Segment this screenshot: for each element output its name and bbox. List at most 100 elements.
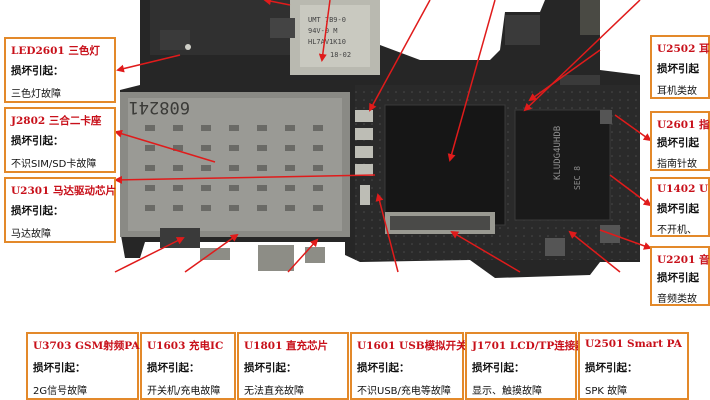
callout-heading: 损坏引起 bbox=[657, 272, 699, 284]
arrow-j2802 bbox=[114, 129, 216, 163]
callout-title: U1603 充电IC bbox=[147, 340, 224, 352]
arrow-u3703 bbox=[114, 237, 185, 273]
sim-tray-hole bbox=[201, 125, 211, 131]
arrow-u1601 bbox=[375, 193, 399, 273]
arrow-u2301 bbox=[114, 174, 376, 184]
arrow-top-2 bbox=[318, 0, 331, 62]
sim-tray-hole bbox=[229, 185, 239, 191]
sim-tray-hole bbox=[257, 125, 267, 131]
ufs-chip bbox=[514, 109, 611, 221]
sim-tray-hole bbox=[173, 125, 183, 131]
callout-fault: 不识USB/充电等故障 bbox=[357, 386, 451, 397]
callout-heading: 损坏引起： bbox=[357, 362, 410, 374]
callout-fault: 不识SIM/SD卡故障 bbox=[11, 159, 97, 170]
callout-title: U1601 USB模拟开关 bbox=[357, 340, 467, 352]
callout-u2601: U2601 指 损坏引起 指南针故 bbox=[650, 111, 710, 171]
callout-title: U2301 马达驱动芯片 bbox=[11, 185, 117, 197]
callout-fault: 三色灯故障 bbox=[11, 89, 61, 100]
callout-heading: 损坏引起 bbox=[657, 137, 699, 149]
callout-heading: 损坏引起： bbox=[472, 362, 525, 374]
callout-j2802: J2802 三合二卡座 损坏引起： 不识SIM/SD卡故障 bbox=[4, 107, 116, 173]
callout-fault: 2G信号故障 bbox=[33, 386, 88, 397]
sim-tray-hole bbox=[229, 205, 239, 211]
sim-tray-hole bbox=[173, 185, 183, 191]
arrow-top-1 bbox=[263, 0, 291, 6]
sim-tray-hole bbox=[145, 185, 155, 191]
arrow-u1603 bbox=[184, 233, 239, 273]
sim-tray-hole bbox=[285, 125, 295, 131]
arrow-u2601 bbox=[614, 114, 652, 142]
callout-u3703: U3703 GSM射频PA 损坏引起： 2G信号故障 bbox=[26, 332, 140, 400]
arrow-u2501 bbox=[568, 230, 621, 273]
sim-tray-hole bbox=[257, 165, 267, 171]
callout-title: U3703 GSM射频PA bbox=[33, 340, 140, 352]
callout-title: J1701 LCD/TP连接器 bbox=[472, 340, 586, 352]
callout-title: LED2601 三色灯 bbox=[11, 45, 100, 57]
callout-u1601: U1601 USB模拟开关 损坏引起： 不识USB/充电等故障 bbox=[350, 332, 467, 400]
sim-tray-hole bbox=[229, 125, 239, 131]
sim-tray-hole bbox=[201, 145, 211, 151]
sim-tray-hole bbox=[173, 205, 183, 211]
sim-tray-hole bbox=[257, 205, 267, 211]
sim-tray-hole bbox=[313, 125, 323, 131]
chip-code-text: KLUDG4UHDB bbox=[553, 126, 563, 180]
callout-fault: 马达故障 bbox=[11, 229, 51, 240]
sim-tray-hole bbox=[285, 165, 295, 171]
sim-tray-hole bbox=[285, 205, 295, 211]
soc-chip bbox=[384, 104, 506, 226]
callout-fault: SPK 故障 bbox=[585, 386, 628, 397]
callout-title: U1402 U bbox=[657, 183, 709, 195]
callout-heading: 损坏引起 bbox=[657, 203, 699, 215]
arrow-top-3 bbox=[369, 0, 431, 112]
callout-title: J2802 三合二卡座 bbox=[11, 115, 102, 127]
callout-title: U2501 Smart PA bbox=[585, 338, 682, 350]
diagram-stage: 608241 KLUDG4UHDB SEC 8 UMT 7B9-0 94V-0 … bbox=[4, 0, 710, 400]
sim-tray-hole bbox=[285, 145, 295, 151]
callout-heading: 损坏引起： bbox=[11, 205, 64, 217]
arrow-led2601 bbox=[116, 54, 181, 73]
callout-title: U2601 指 bbox=[657, 119, 710, 131]
callout-heading: 损坏引起： bbox=[147, 362, 200, 374]
callout-u1603: U1603 充电IC 损坏引起： 开关机/充电故障 bbox=[140, 332, 236, 400]
module-text: 94V-0 M bbox=[308, 27, 338, 35]
callout-j1701: J1701 LCD/TP连接器 损坏引起： 显示、触摸故障 bbox=[465, 332, 586, 400]
sim-tray-hole bbox=[229, 145, 239, 151]
callout-fault: 显示、触摸故障 bbox=[472, 386, 542, 397]
callout-led2601: LED2601 三色灯 损坏引起： 三色灯故障 bbox=[4, 37, 116, 103]
callout-heading: 损坏引起： bbox=[244, 362, 297, 374]
callout-fault: 开关机/充电故障 bbox=[147, 386, 221, 397]
arrow-u1402 bbox=[609, 174, 652, 207]
callout-title: U2502 耳 bbox=[657, 43, 710, 55]
arrow-top-5 bbox=[523, 0, 641, 112]
arrow-u2201 bbox=[599, 229, 652, 250]
arrow-j1701 bbox=[450, 230, 521, 273]
arrow-u1801 bbox=[287, 238, 319, 273]
pcb-board-image: 608241 KLUDG4UHDB SEC 8 UMT 7B9-0 94V-0 … bbox=[114, 0, 652, 278]
callout-u2501: U2501 Smart PA 损坏引起： SPK 故障 bbox=[578, 332, 689, 400]
flash-code-text: HL7AV1K10 bbox=[308, 38, 346, 46]
callout-fault: 指南针故 bbox=[657, 159, 697, 170]
sim-code-text: 608241 bbox=[129, 97, 190, 117]
sim-tray-hole bbox=[173, 145, 183, 151]
sim-tray-hole bbox=[285, 185, 295, 191]
sim-tray-hole bbox=[145, 205, 155, 211]
sim-tray-hole bbox=[257, 145, 267, 151]
callout-u2502: U2502 耳 损坏引起 耳机类故 bbox=[650, 35, 710, 99]
sim-tray-hole bbox=[201, 165, 211, 171]
callout-fault: 耳机类故 bbox=[657, 86, 697, 97]
callout-u2301: U2301 马达驱动芯片 损坏引起： 马达故障 bbox=[4, 177, 116, 243]
callout-title: U2201 音 bbox=[657, 254, 710, 266]
arrow-top-4 bbox=[447, 0, 496, 162]
sim-tray-hole bbox=[257, 185, 267, 191]
callout-u1402: U1402 U 损坏引起 不开机、 bbox=[650, 177, 710, 237]
callout-heading: 损坏引起： bbox=[11, 65, 64, 77]
callout-u1801: U1801 直充芯片 损坏引起： 无法直充故障 bbox=[237, 332, 349, 400]
sim-tray-hole bbox=[313, 205, 323, 211]
sim-tray-hole bbox=[201, 205, 211, 211]
sim-tray-hole bbox=[313, 145, 323, 151]
callout-fault: 不开机、 bbox=[657, 225, 697, 236]
callout-fault: 无法直充故障 bbox=[244, 386, 304, 397]
date-text: 18-02 bbox=[330, 51, 351, 59]
chip-code2-text: SEC 8 bbox=[573, 166, 582, 190]
callout-u2201: U2201 音 损坏引起 音频类故 bbox=[650, 246, 710, 306]
